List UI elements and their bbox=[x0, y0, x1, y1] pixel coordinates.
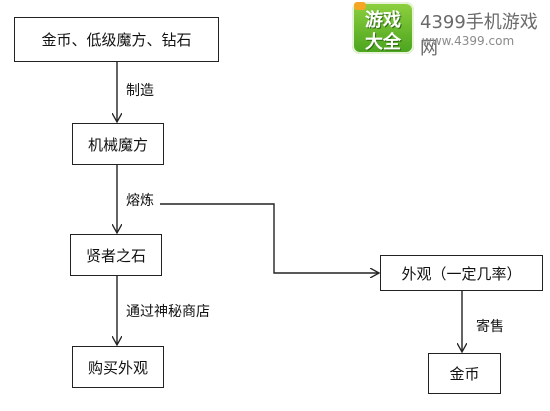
logo-dot-icon bbox=[354, 2, 366, 10]
logo-badge-line1: 游戏 bbox=[365, 10, 401, 31]
edge-label-mystery-shop: 通过神秘商店 bbox=[126, 304, 210, 320]
logo-badge: 游戏 大全 bbox=[352, 2, 414, 54]
node-materials-label: 金币、低级魔方、钻石 bbox=[41, 31, 192, 49]
logo-site-url: www.4399.com bbox=[422, 34, 515, 48]
node-gold-label: 金币 bbox=[449, 365, 480, 383]
node-materials: 金币、低级魔方、钻石 bbox=[14, 17, 219, 62]
node-sage-stone: 贤者之石 bbox=[70, 234, 162, 276]
node-sage-stone-label: 贤者之石 bbox=[85, 246, 146, 265]
node-buy-appearance: 购买外观 bbox=[72, 346, 164, 388]
logo-badge-line2: 大全 bbox=[365, 32, 401, 53]
node-mechanical-cube: 机械魔方 bbox=[72, 123, 164, 165]
edge-label-consign: 寄售 bbox=[476, 319, 504, 335]
site-logo: 游戏 大全 4399手机游戏网 www.4399.com bbox=[352, 0, 550, 59]
edge-label-craft: 制造 bbox=[126, 83, 154, 99]
node-appearance-chance: 外观（一定几率） bbox=[380, 255, 543, 291]
node-gold: 金币 bbox=[428, 353, 501, 394]
node-buy-appearance-label: 购买外观 bbox=[87, 358, 148, 377]
node-mechanical-cube-label: 机械魔方 bbox=[87, 135, 148, 154]
arrow-smelt-branch bbox=[160, 203, 378, 273]
edge-label-smelt: 熔炼 bbox=[126, 193, 154, 209]
node-appearance-chance-label: 外观（一定几率） bbox=[401, 264, 522, 283]
logo-site-name: 4399手机游戏网 bbox=[420, 12, 538, 59]
